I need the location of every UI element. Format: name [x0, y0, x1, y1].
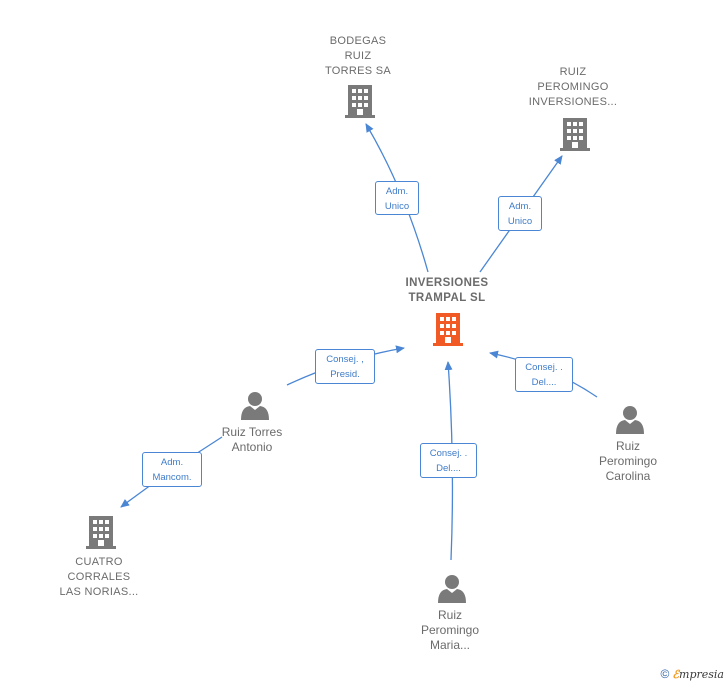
- node-label-line: Carolina: [605, 469, 651, 483]
- node-label-line: RUIZ: [344, 50, 372, 62]
- node-label-line: RUIZ: [559, 66, 587, 78]
- copyright-icon: ©: [660, 667, 670, 681]
- edge-label-ruiz-peromingo-inv[interactable]: Adm. Unico: [498, 196, 542, 231]
- node-label-antonio[interactable]: Ruiz Torres Antonio: [196, 425, 308, 455]
- edge-label-line: Unico: [384, 201, 410, 212]
- empresia-logo: © ℰmpresia: [660, 667, 724, 681]
- node-label-line: Ruiz Torres: [221, 425, 283, 439]
- node-label-line: Antonio: [231, 440, 273, 454]
- edge-label-line: Presid.: [330, 369, 360, 380]
- edge-label-line: Adm.: [160, 457, 184, 468]
- edge-label-line: Adm.: [385, 186, 409, 197]
- edge-label-antonio-center[interactable]: Consej. , Presid.: [315, 349, 375, 384]
- node-label-line: BODEGAS: [329, 35, 387, 47]
- person-icon-carolina[interactable]: [616, 406, 644, 434]
- empresia-logo-mark: ℰ: [672, 668, 680, 681]
- edge-label-line: Del....: [436, 463, 461, 474]
- node-label-line: TRAMPAL SL: [408, 292, 486, 304]
- node-label-carolina[interactable]: Ruiz Peromingo Carolina: [578, 439, 678, 484]
- edge-label-antonio-cuatro[interactable]: Adm. Mancom.: [142, 452, 202, 487]
- node-label-cuatro-corrales[interactable]: CUATRO CORRALES LAS NORIAS...: [44, 555, 154, 600]
- edge-label-line: Unico: [507, 216, 533, 227]
- edge-label-line: Mancom.: [152, 472, 192, 483]
- node-label-center[interactable]: INVERSIONES TRAMPAL SL: [384, 276, 510, 306]
- edge-label-line: Consej. .: [429, 448, 468, 459]
- node-label-maria[interactable]: Ruiz Peromingo Maria...: [400, 608, 500, 653]
- node-label-line: Maria...: [429, 638, 470, 652]
- node-label-line: LAS NORIAS...: [59, 586, 139, 598]
- node-label-line: Ruiz: [437, 608, 462, 622]
- person-icon-antonio[interactable]: [241, 392, 269, 420]
- person-icon-maria[interactable]: [438, 575, 466, 603]
- edge-label-line: Del....: [531, 377, 557, 388]
- building-icon-ruiz-peromingo-inv[interactable]: [560, 118, 590, 151]
- node-label-bodegas[interactable]: BODEGAS RUIZ TORRES SA: [300, 34, 416, 79]
- edge-label-line: Consej. .: [525, 362, 563, 373]
- node-label-ruiz-peromingo-inv[interactable]: RUIZ PEROMINGO INVERSIONES...: [513, 65, 633, 110]
- building-icon-bodegas[interactable]: [345, 85, 375, 118]
- empresia-logo-text: mpresia: [679, 668, 724, 681]
- node-label-line: Ruiz: [615, 439, 640, 453]
- node-label-line: INVERSIONES: [405, 277, 489, 289]
- node-label-line: INVERSIONES...: [528, 96, 618, 108]
- node-label-line: CORRALES: [67, 571, 131, 583]
- node-label-line: Peromingo: [598, 454, 658, 468]
- node-label-line: Peromingo: [420, 623, 480, 637]
- building-icon-cuatro-corrales[interactable]: [86, 516, 116, 549]
- edge-label-maria[interactable]: Consej. . Del....: [420, 443, 477, 478]
- edge-label-line: Adm.: [508, 201, 532, 212]
- edge-label-line: Consej. ,: [326, 354, 364, 365]
- node-label-line: PEROMINGO: [537, 81, 609, 93]
- building-icon-center[interactable]: [433, 313, 463, 346]
- edge-label-bodegas[interactable]: Adm. Unico: [375, 181, 419, 215]
- node-label-line: CUATRO: [75, 556, 123, 568]
- edge-label-carolina[interactable]: Consej. . Del....: [515, 357, 573, 392]
- node-label-line: TORRES SA: [324, 65, 392, 77]
